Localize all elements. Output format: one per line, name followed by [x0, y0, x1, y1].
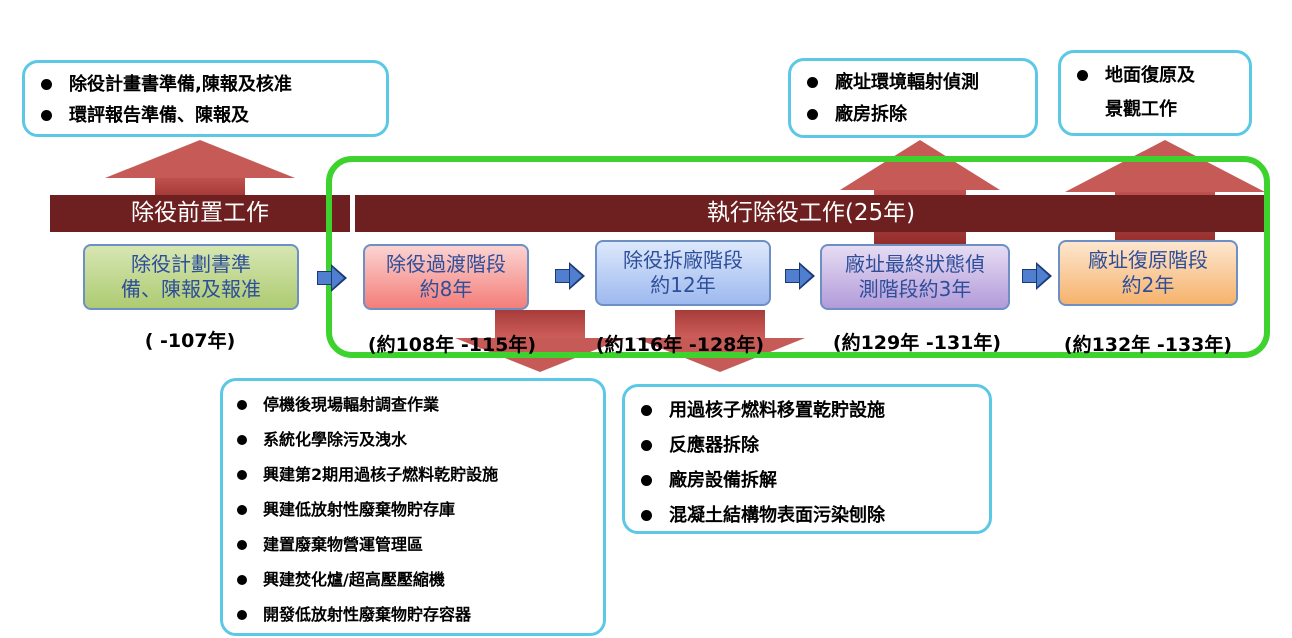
bullet-icon	[641, 474, 652, 486]
list-item: 廠房拆除	[791, 99, 1035, 131]
transition-tasks-box: 停機後現場輻射調查作業 系統化學除污及洩水 興建第2期用過核子燃料乾貯設施 興建…	[220, 378, 606, 636]
list-item: 混凝土結構物表面污染刨除	[625, 498, 989, 533]
list-item: 景觀工作	[1105, 99, 1177, 120]
flow-arrow-icon	[1022, 262, 1052, 290]
bullet-icon	[237, 574, 247, 585]
flow-arrow-icon	[555, 262, 585, 290]
phase-site-restoration: 廠址復原階段約2年	[1058, 240, 1238, 306]
list-item: 興建第2期用過核子燃料乾貯設施	[223, 457, 603, 492]
flow-arrow-icon	[317, 264, 347, 292]
up-arrow-pre	[105, 140, 295, 210]
list-item: 廠址環境輻射偵測	[791, 67, 1035, 99]
banner-pre-work: 除役前置工作	[50, 195, 350, 232]
phase-final-survey: 廠址最終狀態偵測階段約3年	[820, 244, 1010, 310]
period-label: (約129年 -131年)	[832, 332, 1002, 354]
execution-frame	[326, 156, 1270, 358]
list-item: 地面復原及	[1061, 59, 1249, 93]
bullet-icon	[1077, 70, 1088, 81]
list-item: 除役計畫書準備,陳報及核准	[25, 69, 386, 100]
list-item: 建置廢棄物營運管理區	[223, 527, 603, 562]
flow-arrow-icon	[785, 262, 815, 290]
bullet-icon	[237, 434, 247, 445]
bullet-icon	[41, 109, 52, 121]
bullet-icon	[237, 539, 247, 550]
bullet-icon	[237, 469, 247, 480]
bullet-icon	[237, 399, 247, 410]
bullet-icon	[807, 109, 818, 120]
period-label: (約108年 -115年)	[367, 334, 537, 356]
dismantle-tasks-box: 用過核子燃料移置乾貯設施 反應器拆除 廠房設備拆解 混凝土結構物表面污染刨除	[622, 384, 992, 534]
bullet-icon	[641, 404, 652, 416]
bullet-icon	[237, 609, 247, 620]
phase-transition: 除役過渡階段約8年	[363, 244, 529, 310]
list-item: 興建低放射性廢棄物貯存庫	[223, 492, 603, 527]
phase-plan-approval: 除役計劃書準備、陳報及報准	[83, 244, 299, 310]
bullet-icon	[807, 77, 818, 88]
period-label: (約116年 -128年)	[595, 334, 765, 356]
list-item: 停機後現場輻射調查作業	[223, 387, 603, 422]
bullet-icon	[641, 509, 652, 521]
pre-work-tasks-box: 除役計畫書準備,陳報及核准 環評報告準備、陳報及	[22, 60, 389, 137]
list-item: 興建焚化爐/超高壓壓縮機	[223, 562, 603, 597]
period-label: ( -107年)	[144, 330, 236, 352]
banner-execution: 執行除役工作(25年)	[355, 195, 1267, 232]
restoration-tasks-box: 地面復原及 景觀工作	[1058, 50, 1252, 136]
monitoring-tasks-box: 廠址環境輻射偵測 廠房拆除	[788, 58, 1038, 138]
list-item: 反應器拆除	[625, 428, 989, 463]
list-item: 系統化學除污及洩水	[223, 422, 603, 457]
list-item: 環評報告準備、陳報及	[25, 100, 386, 131]
bullet-icon	[641, 439, 652, 451]
bullet-icon	[41, 78, 52, 90]
phase-dismantle: 除役拆廠階段約12年	[595, 240, 771, 306]
list-item: 廠房設備拆解	[625, 463, 989, 498]
list-item: 用過核子燃料移置乾貯設施	[625, 393, 989, 428]
list-item: 開發低放射性廢棄物貯存容器	[223, 597, 603, 632]
bullet-icon	[237, 504, 247, 515]
period-label: (約132年 -133年)	[1063, 334, 1233, 356]
